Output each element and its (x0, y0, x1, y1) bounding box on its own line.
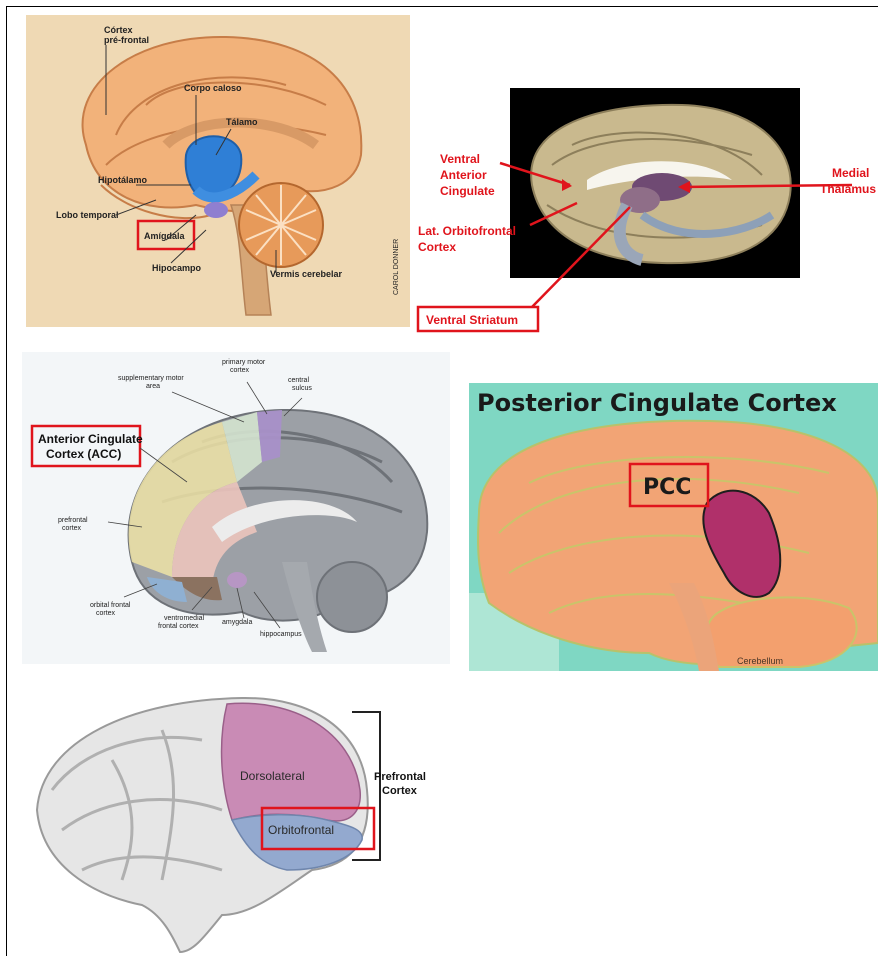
vac-line1: Ventral (440, 152, 480, 166)
sm-l2: area (146, 383, 160, 390)
pm-l1: primary motor (222, 359, 266, 366)
label-cortex-prefrontal-l1: Córtex (104, 25, 133, 35)
label-pcc: PCC (643, 475, 691, 500)
label-lobo-temporal: Lobo temporal (56, 210, 119, 220)
label-cortex-prefrontal-l2: pré-frontal (104, 35, 149, 45)
pfc-l2: Cortex (382, 785, 418, 797)
pcc-diagram: Posterior Cingulate Cortex PCC Cerebellu… (469, 383, 878, 671)
pfc-l1: Prefrontal (374, 771, 426, 783)
of-l1: orbital frontal (90, 602, 131, 609)
credit-label: CAROL DONNER (393, 239, 400, 295)
cs-l1: central (288, 377, 309, 384)
pcc-title: Posterior Cingulate Cortex (477, 389, 837, 417)
label-talamo: Tálamo (226, 117, 258, 127)
label-orbitofrontal: Orbitofrontal (268, 823, 334, 837)
vac-line3: Cingulate (440, 184, 495, 198)
pcc-panel: Posterior Cingulate Cortex PCC Cerebellu… (469, 383, 878, 671)
label-dorsolateral: Dorsolateral (240, 769, 305, 783)
label-hipocampo: Hipocampo (152, 263, 202, 273)
label-ventral-striatum: Ventral Striatum (426, 313, 518, 327)
acc-l2: Cortex (ACC) (46, 447, 121, 461)
acc-l1: Anterior Cingulate (38, 432, 143, 446)
of-l2: cortex (96, 610, 116, 617)
pf-l1: prefrontal (58, 517, 88, 524)
label-cerebellum: Cerebellum (737, 656, 783, 666)
lof-line2: Cortex (418, 240, 456, 254)
mt-line1: Medial (832, 166, 869, 180)
label-hipotalamo: Hipotálamo (98, 175, 148, 185)
vm-l1: ventromedial (164, 615, 205, 622)
pf-l2: cortex (62, 525, 82, 532)
mt-line2: Thalamus (820, 182, 876, 196)
label-amigdala: Amígdala (144, 231, 186, 241)
lof-line1: Lat. Orbitofrontal (418, 224, 516, 238)
label-corpo-caloso: Corpo caloso (184, 83, 242, 93)
vm-l2: frontal cortex (158, 623, 199, 630)
sm-l1: supplementary motor (118, 375, 184, 382)
label-amygdala: amygdala (222, 619, 252, 626)
cs-l2: sulcus (292, 385, 312, 392)
label-hippocampus: hippocampus (260, 631, 302, 638)
label-vermis: Vermis cerebelar (270, 269, 343, 279)
pm-l2: cortex (230, 367, 250, 374)
vac-line2: Anterior (440, 168, 487, 182)
